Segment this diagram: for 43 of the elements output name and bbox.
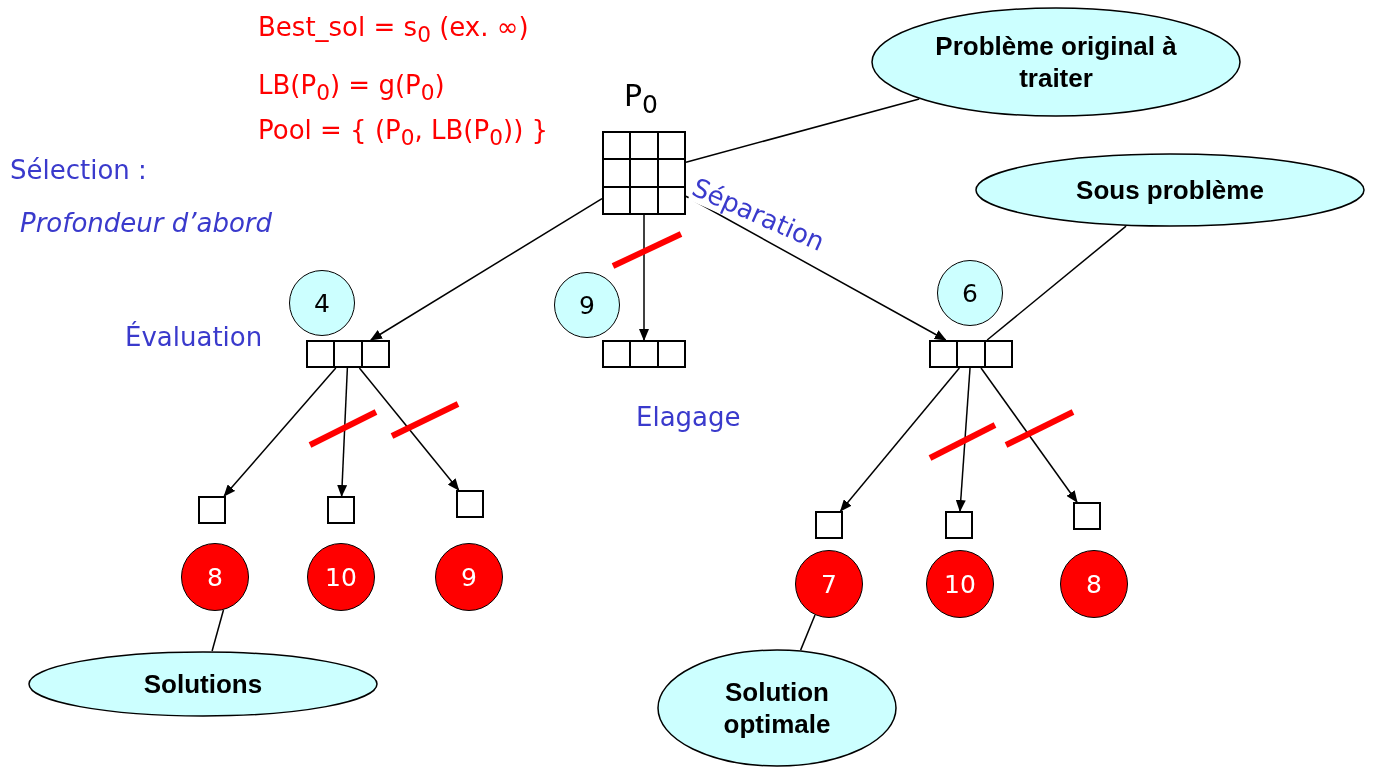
callout-bubble: Solutions [28,651,378,717]
callout-bubble: Sous problème [975,153,1365,227]
subproblem-box [198,496,226,524]
node-label: P$_{0}$ [624,78,658,119]
subproblem-box [327,496,355,524]
bound-value-circle: 6 [937,260,1003,326]
solution-value-circle: 7 [795,550,863,618]
bound-value-circle: 4 [289,270,355,336]
arrow [223,367,337,497]
callout-bubble: Problème original à traiter [871,7,1241,117]
arrow [358,367,460,491]
annotation-text: Profondeur d’abord [20,208,273,238]
callout-bubble: Solution optimale [657,649,897,767]
arrow [370,197,603,341]
leader-line [685,98,920,163]
subproblem-box [456,490,484,518]
leader-line [986,225,1127,341]
subproblem-box [602,340,686,368]
subproblem-box [945,511,973,539]
arrow [839,367,961,512]
annotation-text: Sélection : [10,155,147,185]
solution-value-circle: 8 [1060,550,1128,618]
subproblem-box [306,340,390,368]
arrow [685,195,947,341]
annotation-text: Pool = { (P$_{0}$, LB(P$_{0}$)) } [258,115,549,151]
subproblem-box [929,340,1013,368]
arrow [955,367,971,512]
annotation-text: LB(P$_{0}$) = g(P$_{0}$) [258,70,445,106]
subproblem-box [1073,502,1101,530]
solution-value-circle: 10 [307,543,375,611]
bound-value-circle: 9 [554,272,620,338]
leader-line [799,614,816,651]
solution-value-circle: 10 [926,550,994,618]
arrow [337,367,349,497]
arrow [980,367,1078,503]
annotation-text: Best_sol = s$_{0}$ (ex. ∞) [258,12,529,48]
leader-line [211,609,225,652]
annotation-text: Évaluation [125,322,263,352]
solution-value-circle: 9 [435,543,503,611]
subproblem-box [815,511,843,539]
annotation-text: Elagage [636,402,741,432]
solution-value-circle: 8 [181,543,249,611]
arrow [639,214,649,341]
